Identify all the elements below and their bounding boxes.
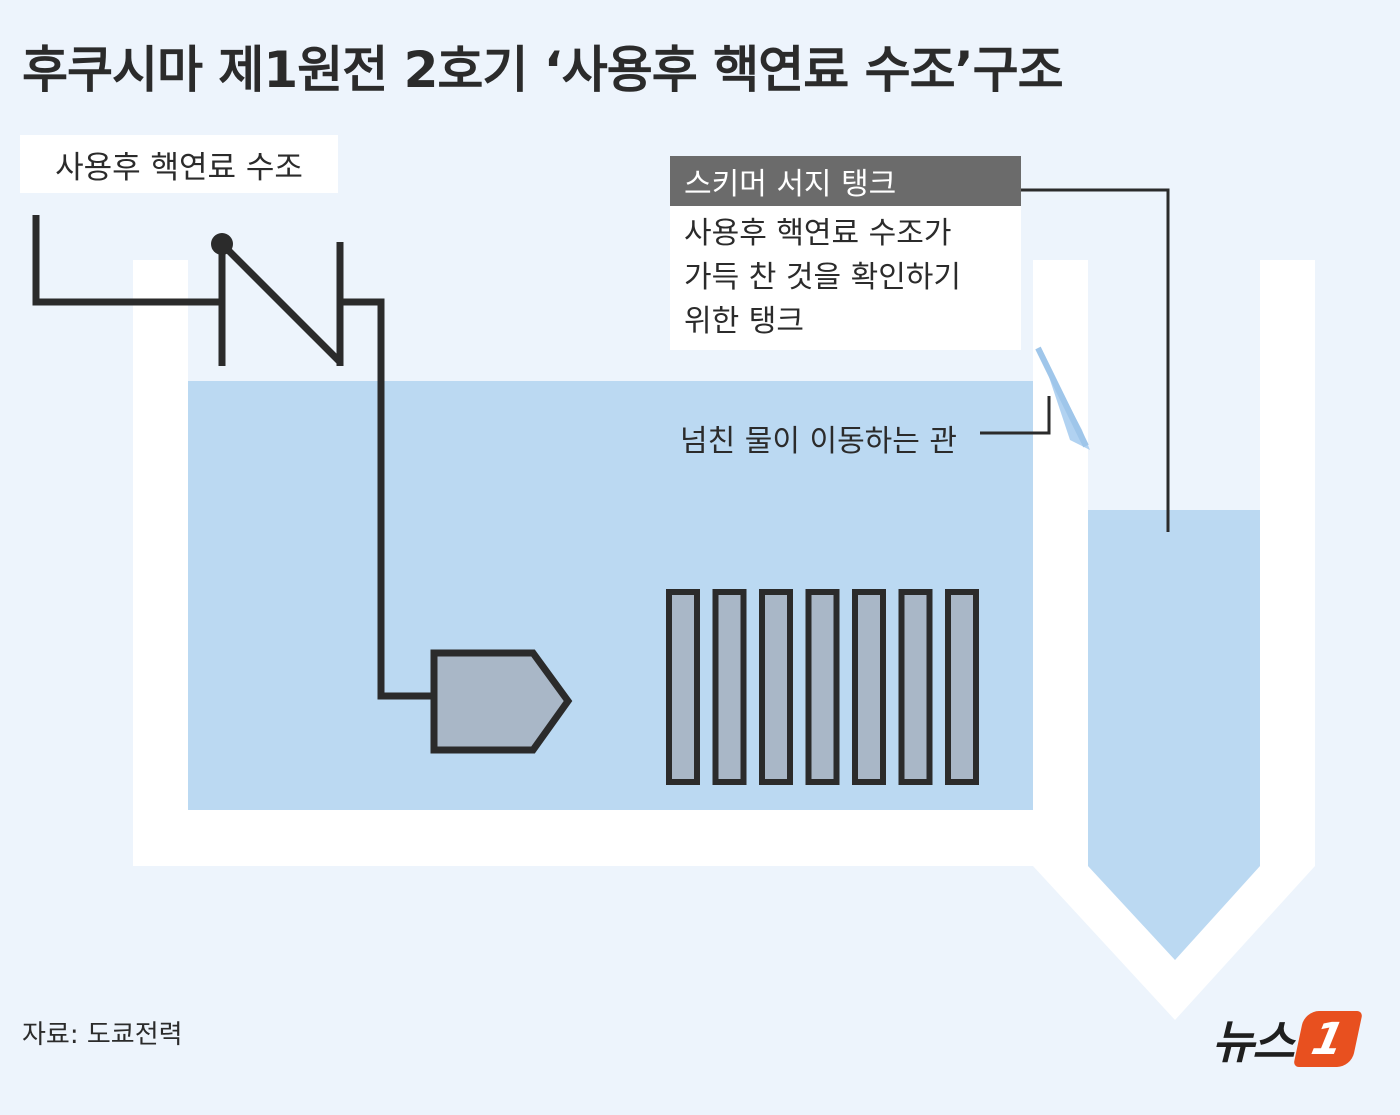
crane-line: [32, 215, 222, 306]
fuel-assembly: [805, 589, 840, 785]
skimmer-description-line: 사용후 핵연료 수조가: [684, 216, 952, 251]
page-title: 후쿠시마 제1원전 2호기 ‘사용후 핵연료 수조’구조: [22, 41, 1064, 99]
fuel-assembly: [852, 589, 886, 785]
crane-pivot: [211, 233, 233, 255]
skimmer-description-line: 위한 탱크: [684, 304, 804, 339]
pipe-leader-line: [980, 396, 1051, 435]
fuel-assembly: [898, 589, 933, 785]
skimmer-heading: 스키머 서지 탱크: [670, 156, 1021, 206]
fuel-assembly: [666, 589, 700, 785]
overflow-pipe-label: 넘친 물이 이동하는 관: [680, 424, 958, 459]
fuel-assembly: [712, 589, 747, 785]
skimmer-tank-water: [1088, 510, 1260, 960]
skimmer-description: 사용후 핵연료 수조가 가득 찬 것을 확인하기 위한 탱크: [670, 206, 1021, 350]
skimmer-leader-line: [1021, 188, 1170, 532]
grapple-head: [430, 649, 573, 754]
fuel-assembly: [945, 589, 979, 785]
news1-logo: 뉴스 1: [1212, 1004, 1372, 1074]
overflow-arrow-stream: [1035, 346, 1089, 448]
skimmer-description-line: 가득 찬 것을 확인하기: [684, 260, 962, 295]
skimmer-tank-wall: [1033, 260, 1088, 866]
fuel-assemblies: [666, 589, 979, 785]
source-credit: 자료: 도쿄전력: [22, 1020, 183, 1050]
crane-arm: [219, 241, 343, 365]
pool-label: 사용후 핵연료 수조: [20, 135, 338, 193]
skimmer-tank-wall: [1033, 260, 1315, 1020]
logo-text: 뉴스: [1212, 1015, 1295, 1069]
crane-cable: [340, 298, 434, 700]
logo-badge: 1: [1292, 1011, 1363, 1067]
pool-water: [188, 381, 1033, 810]
fuel-assembly: [759, 589, 793, 785]
